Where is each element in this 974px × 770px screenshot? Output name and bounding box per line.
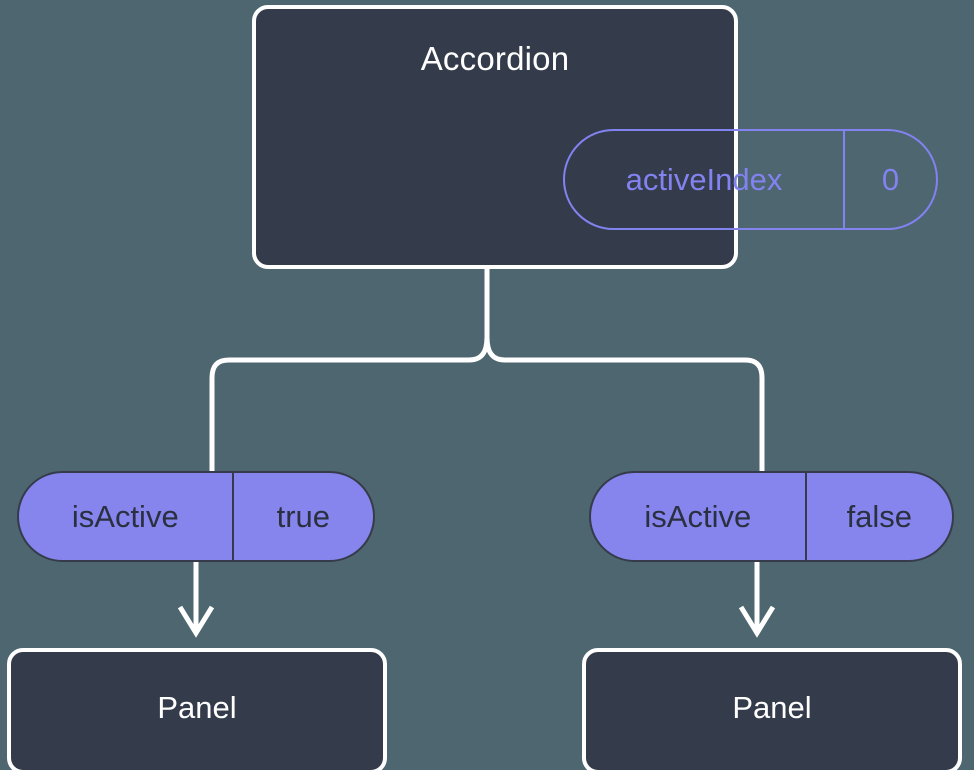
- connector-branch-right: [484, 336, 765, 471]
- node-panel-left-label: Panel: [157, 690, 237, 725]
- state-pill-key: activeIndex: [625, 161, 783, 197]
- node-panel-right-label: Panel: [732, 690, 812, 725]
- prop-pill-isactive-true[interactable]: isActive true: [17, 471, 375, 562]
- arrow-right-head: [738, 605, 776, 638]
- node-panel-left[interactable]: Panel: [7, 648, 387, 770]
- node-accordion-label: Accordion: [420, 40, 570, 77]
- prop-pill-value: true: [231, 473, 373, 560]
- arrow-left-head: [177, 605, 215, 638]
- node-accordion[interactable]: Accordion activeIndex 0: [252, 5, 938, 269]
- state-pill-activeindex[interactable]: activeIndex 0: [563, 129, 938, 230]
- connector-branch-left: [209, 336, 490, 471]
- prop-pill-value: false: [804, 473, 952, 560]
- prop-pill-key: isActive: [71, 498, 179, 534]
- prop-pill-key: isActive: [644, 498, 752, 534]
- state-pill-value: 0: [842, 131, 936, 228]
- node-panel-right[interactable]: Panel: [582, 648, 962, 770]
- prop-pill-isactive-false[interactable]: isActive false: [589, 471, 954, 562]
